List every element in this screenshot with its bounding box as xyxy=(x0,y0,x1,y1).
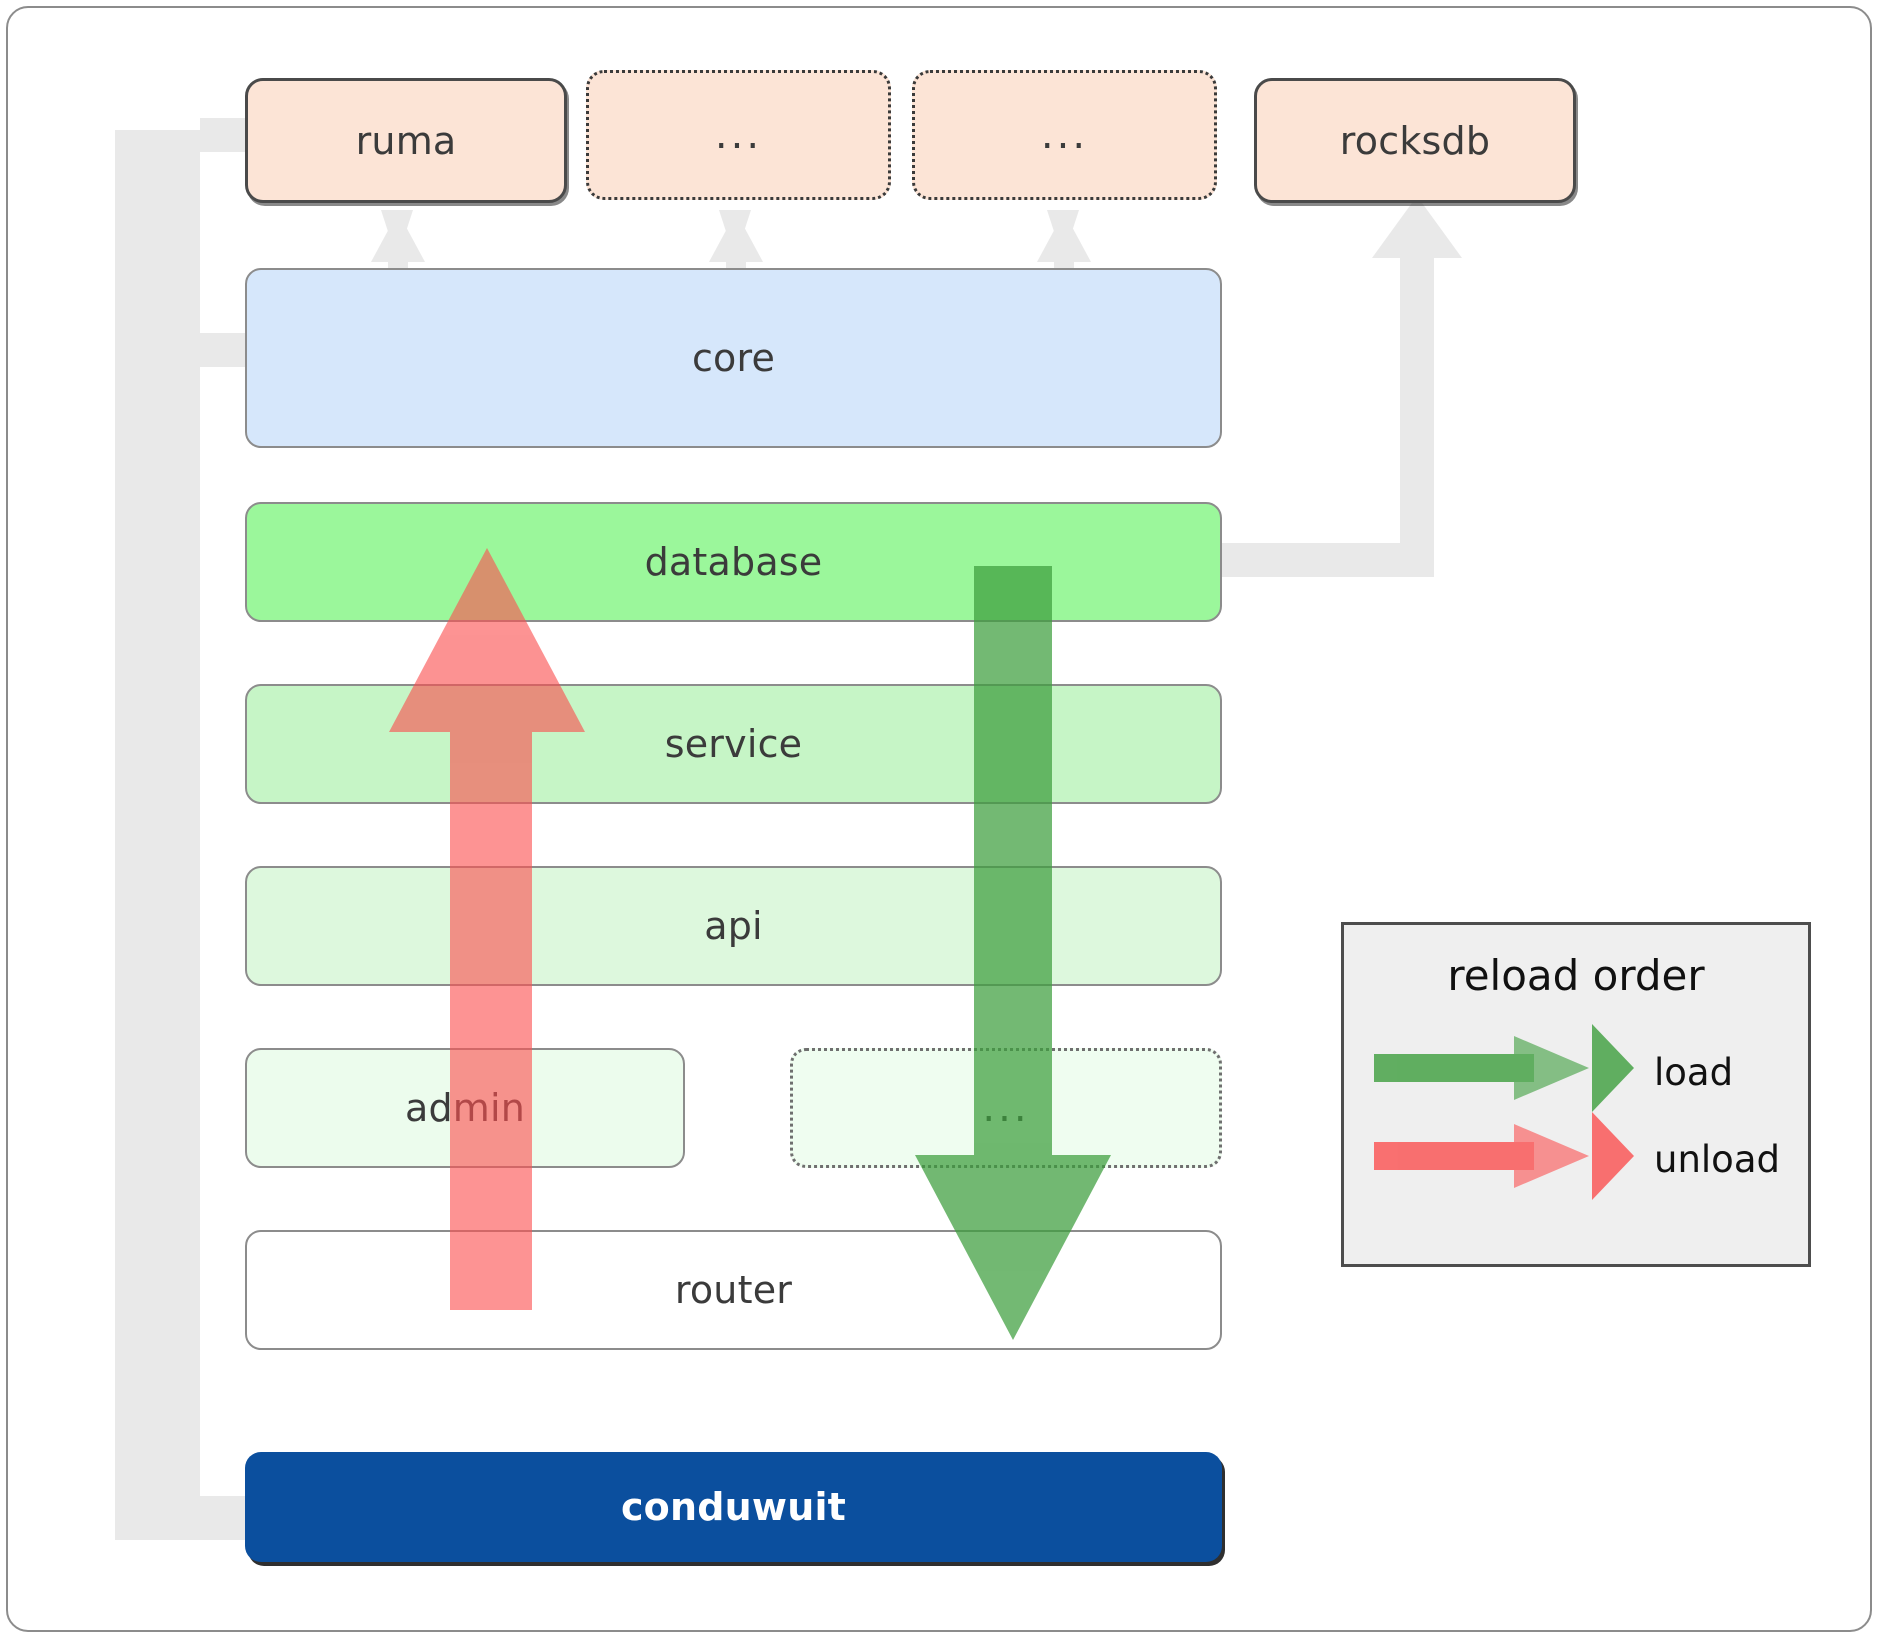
dependency-label-rocksdb: rocksdb xyxy=(1339,118,1491,163)
legend-unload-arrow xyxy=(1374,1112,1634,1200)
layer-label-database: database xyxy=(644,540,823,584)
layer-label-admin: admin xyxy=(404,1086,526,1130)
legend-panel: reload order load unload xyxy=(1341,922,1811,1267)
layer-label-api: api xyxy=(704,904,763,948)
legend-title: reload order xyxy=(1447,951,1705,1000)
dependency-label-etc-2: ... xyxy=(1040,112,1089,158)
layer-node-database[interactable]: database xyxy=(245,502,1222,622)
layer-node-router[interactable]: router xyxy=(245,1230,1222,1350)
legend-label-load: load xyxy=(1654,1051,1734,1094)
application-label-conduwuit: conduwuit xyxy=(620,1485,847,1529)
layer-label-router: router xyxy=(674,1268,793,1312)
layer-node-service[interactable]: service xyxy=(245,684,1222,804)
diagram-frame xyxy=(6,6,1872,1632)
layer-label-etc: ... xyxy=(982,1085,1030,1131)
application-node-conduwuit[interactable]: conduwuit xyxy=(245,1452,1222,1562)
dependency-node-etc-2[interactable]: ... xyxy=(912,70,1217,200)
layer-label-service: service xyxy=(664,722,803,766)
dependency-node-etc-1[interactable]: ... xyxy=(586,70,891,200)
layer-node-api[interactable]: api xyxy=(245,866,1222,986)
layer-node-etc[interactable]: ... xyxy=(790,1048,1222,1168)
dependency-label-ruma: ruma xyxy=(355,118,457,163)
dependency-label-etc-1: ... xyxy=(714,112,763,158)
layer-label-core: core xyxy=(691,336,776,380)
legend-label-unload: unload xyxy=(1654,1138,1780,1181)
legend-arrow-graphics xyxy=(1374,1024,1634,1200)
legend-load-arrow xyxy=(1374,1024,1634,1112)
layer-node-admin[interactable]: admin xyxy=(245,1048,685,1168)
dependency-node-ruma[interactable]: ruma xyxy=(245,78,567,203)
dependency-node-rocksdb[interactable]: rocksdb xyxy=(1254,78,1576,203)
layer-node-core[interactable]: core xyxy=(245,268,1222,448)
